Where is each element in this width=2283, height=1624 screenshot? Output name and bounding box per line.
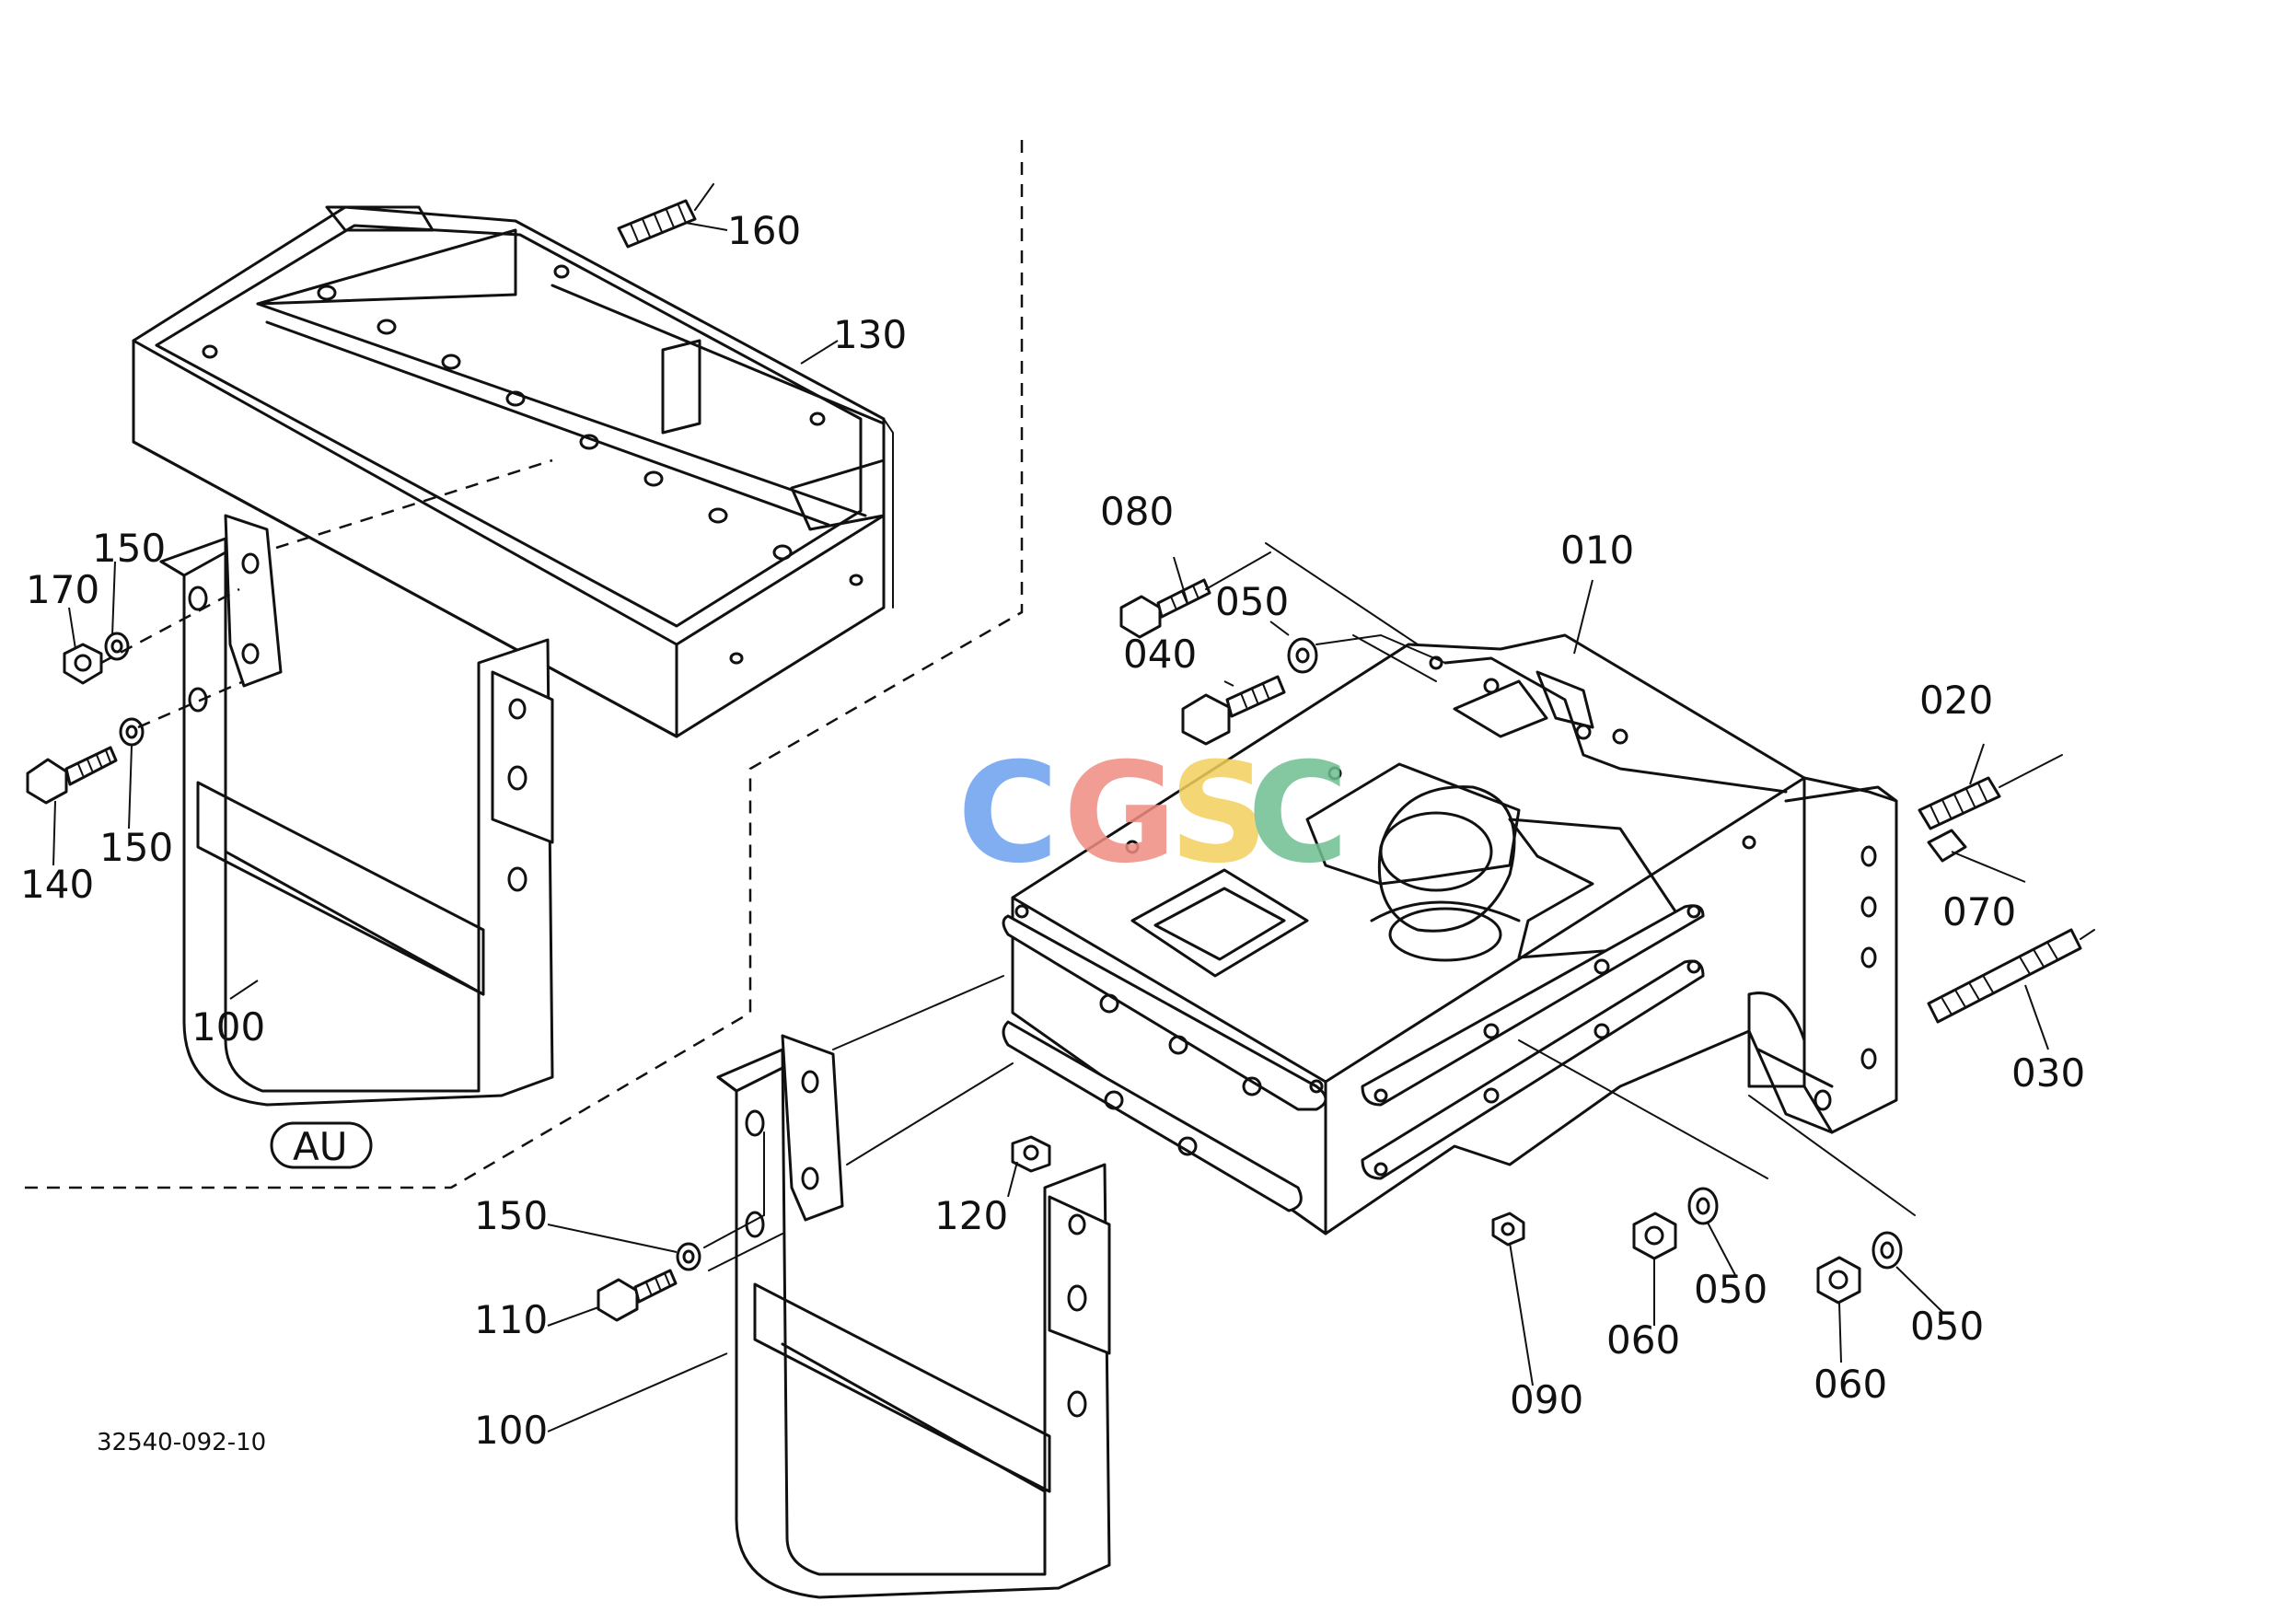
label-050-upper: 050 (1215, 579, 1289, 624)
label-090: 090 (1510, 1377, 1583, 1422)
part-050-washer-right (1872, 1231, 1903, 1270)
label-040: 040 (1123, 632, 1197, 677)
part-160-stud (617, 183, 714, 249)
lower-bolt-alignment-line (703, 1131, 783, 1271)
part-170-nut (63, 643, 103, 685)
label-120: 120 (934, 1193, 1008, 1238)
label-020: 020 (1919, 678, 1993, 723)
leader-lines (52, 222, 2049, 1433)
label-130: 130 (833, 312, 907, 357)
cgsc-watermark: C G S C (957, 734, 1349, 894)
part-labels: 160 130 150 170 150 140 100 080 050 040 … (20, 208, 2085, 1453)
watermark-letter-g: G (1063, 734, 1176, 894)
part-020-stud (1918, 754, 2063, 830)
label-150-lower: 150 (474, 1193, 548, 1238)
label-170: 170 (26, 567, 99, 612)
part-070-pin (1927, 829, 1967, 863)
label-060-right: 060 (1814, 1362, 1887, 1407)
au-region-boundary (23, 140, 1024, 1189)
part-100-step-bracket-au (159, 514, 554, 1107)
part-040-bolt (1181, 675, 1286, 746)
label-050-right: 050 (1910, 1304, 1984, 1349)
part-050-washer-upper (1287, 637, 1318, 674)
part-050-washer-mid (1687, 1187, 1719, 1225)
part-080-bolt (1119, 578, 1211, 639)
drawing-code: 32540-092-10 (97, 1429, 266, 1456)
label-070: 070 (1942, 889, 2016, 934)
part-150-washer-au-upper (104, 632, 130, 661)
label-010: 010 (1560, 528, 1634, 573)
part-150-washer-au-lower (119, 717, 145, 747)
part-110-bolt (597, 1269, 678, 1322)
watermark-letter-c2: C (1247, 734, 1349, 894)
part-030-stud (1927, 928, 2095, 1024)
label-100-au: 100 (191, 1004, 265, 1050)
part-090-plug (1491, 1212, 1525, 1247)
au-badge-label: AU (293, 1124, 347, 1169)
label-160: 160 (727, 208, 801, 253)
part-130-step-tray (132, 205, 894, 738)
label-150-au-top: 150 (92, 526, 166, 571)
part-100-step-bracket (716, 975, 1111, 1599)
label-050-mid: 050 (1694, 1267, 1767, 1312)
au-variant-badge: AU (270, 1121, 373, 1169)
label-030: 030 (2011, 1050, 2085, 1096)
part-120-bushing (1011, 1135, 1051, 1173)
label-100-lower: 100 (474, 1408, 548, 1453)
upper-bolt-alignment-line (1205, 551, 1446, 664)
label-150-au-bottom: 150 (99, 825, 173, 870)
label-060-left: 060 (1606, 1317, 1680, 1363)
au-alignment-line (100, 458, 553, 729)
part-060-nut-left (1632, 1212, 1677, 1260)
part-060-nut-right (1816, 1256, 1861, 1305)
part-010-main-frame (1002, 542, 1916, 1235)
watermark-letter-c1: C (957, 734, 1059, 894)
part-150-washer-lower (676, 1242, 701, 1271)
watermark-letter-s: S (1169, 734, 1269, 894)
label-110: 110 (474, 1297, 548, 1342)
label-140: 140 (20, 862, 94, 907)
label-080: 080 (1100, 489, 1174, 534)
part-140-bolt (26, 746, 118, 805)
